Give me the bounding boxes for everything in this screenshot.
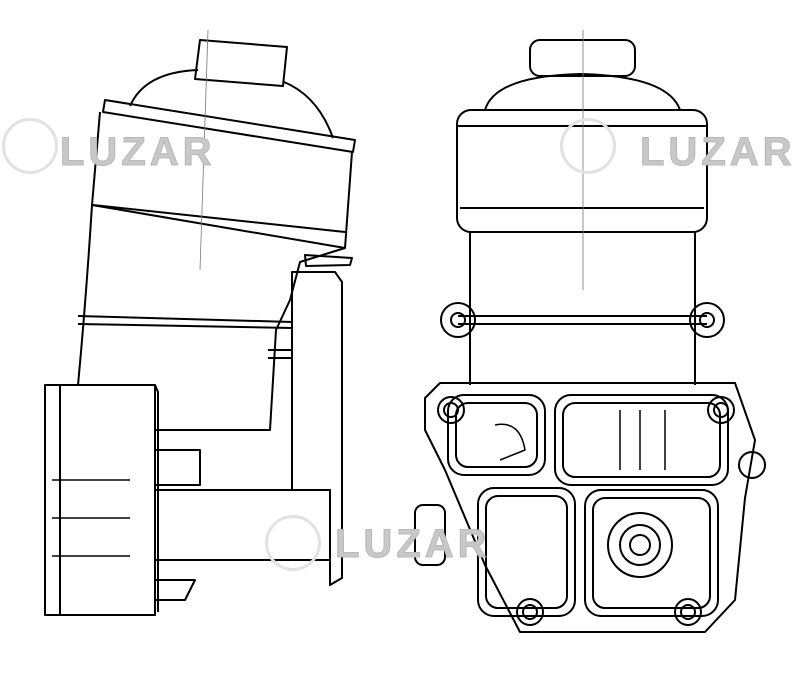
chamber [477, 487, 576, 617]
bolt-hole [437, 396, 465, 424]
watermark-logo [265, 515, 321, 571]
cap-nut [194, 39, 288, 87]
side-view [44, 29, 356, 616]
filter-body-upper [91, 111, 353, 249]
watermark-text: LUZAR [640, 130, 796, 175]
cap-band [456, 109, 708, 233]
watermark-logo [560, 118, 616, 174]
watermark-logo [2, 118, 58, 174]
side-pipe [414, 504, 446, 566]
seal-line [77, 315, 293, 323]
bolt-hole [674, 598, 702, 626]
bolt-hole [707, 396, 735, 424]
base-block [44, 384, 156, 616]
ear-right [689, 302, 725, 338]
lower-housing [155, 489, 331, 561]
cap-band [102, 99, 356, 153]
watermark-text: LUZAR [335, 522, 491, 567]
chamber [554, 394, 729, 486]
chamber [584, 489, 719, 617]
cap-nut [529, 39, 636, 77]
central-port [607, 512, 673, 578]
bolt-hole [516, 598, 544, 626]
base-plate [424, 382, 756, 633]
cap-dome [484, 73, 681, 111]
cap-dome [129, 69, 334, 139]
chamber [447, 394, 546, 476]
filter-body [469, 232, 696, 385]
watermark-text: LUZAR [60, 130, 216, 175]
filter-body-lower [77, 204, 346, 431]
ear-left [440, 302, 476, 338]
